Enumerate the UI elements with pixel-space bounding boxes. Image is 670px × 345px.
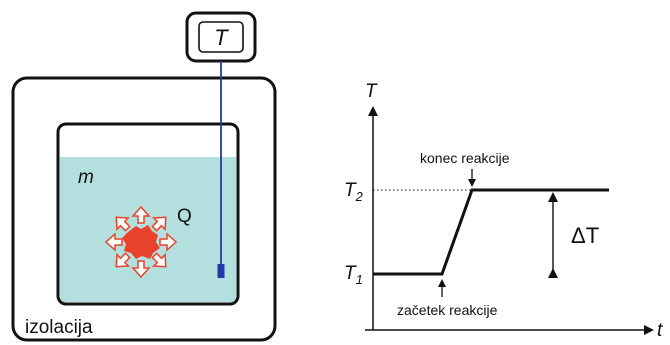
x-axis-label: t [657, 320, 663, 341]
heat-label: Q [177, 206, 192, 227]
heat-arrow [151, 216, 167, 232]
heat-arrows [104, 205, 178, 279]
insulation-box [11, 76, 277, 342]
delta-t-label: ΔT [571, 223, 599, 248]
heat-arrow [159, 232, 178, 252]
heat-arrow [131, 205, 151, 224]
t2-label: T2 [344, 180, 364, 204]
mass-label: m [78, 167, 94, 188]
thermometer-label: T [214, 25, 229, 50]
reacting-sample [122, 225, 160, 259]
heat-arrow [131, 260, 151, 279]
temperature-curve [373, 188, 609, 276]
heat-arrow [104, 232, 123, 252]
heat-arrow [115, 216, 131, 232]
thermometer-sensor-tip [217, 264, 225, 278]
t1-label: T1 [344, 263, 363, 287]
reaction-end-label: konec reakcije [420, 150, 510, 166]
reaction-start-label: začetek reakcije [397, 302, 498, 318]
calorimeter: T m Q izolacija [11, 11, 277, 342]
thermometer-display-inner [198, 21, 244, 53]
temperature-graph: T t T1 T2 ΔT konec reakcije začetek reak… [344, 81, 663, 341]
y-axis-label: T [365, 81, 378, 102]
heat-arrow [151, 252, 167, 268]
inner-vessel [56, 122, 240, 306]
insulation-label: izolacija [25, 317, 93, 338]
heat-arrow [115, 252, 131, 268]
